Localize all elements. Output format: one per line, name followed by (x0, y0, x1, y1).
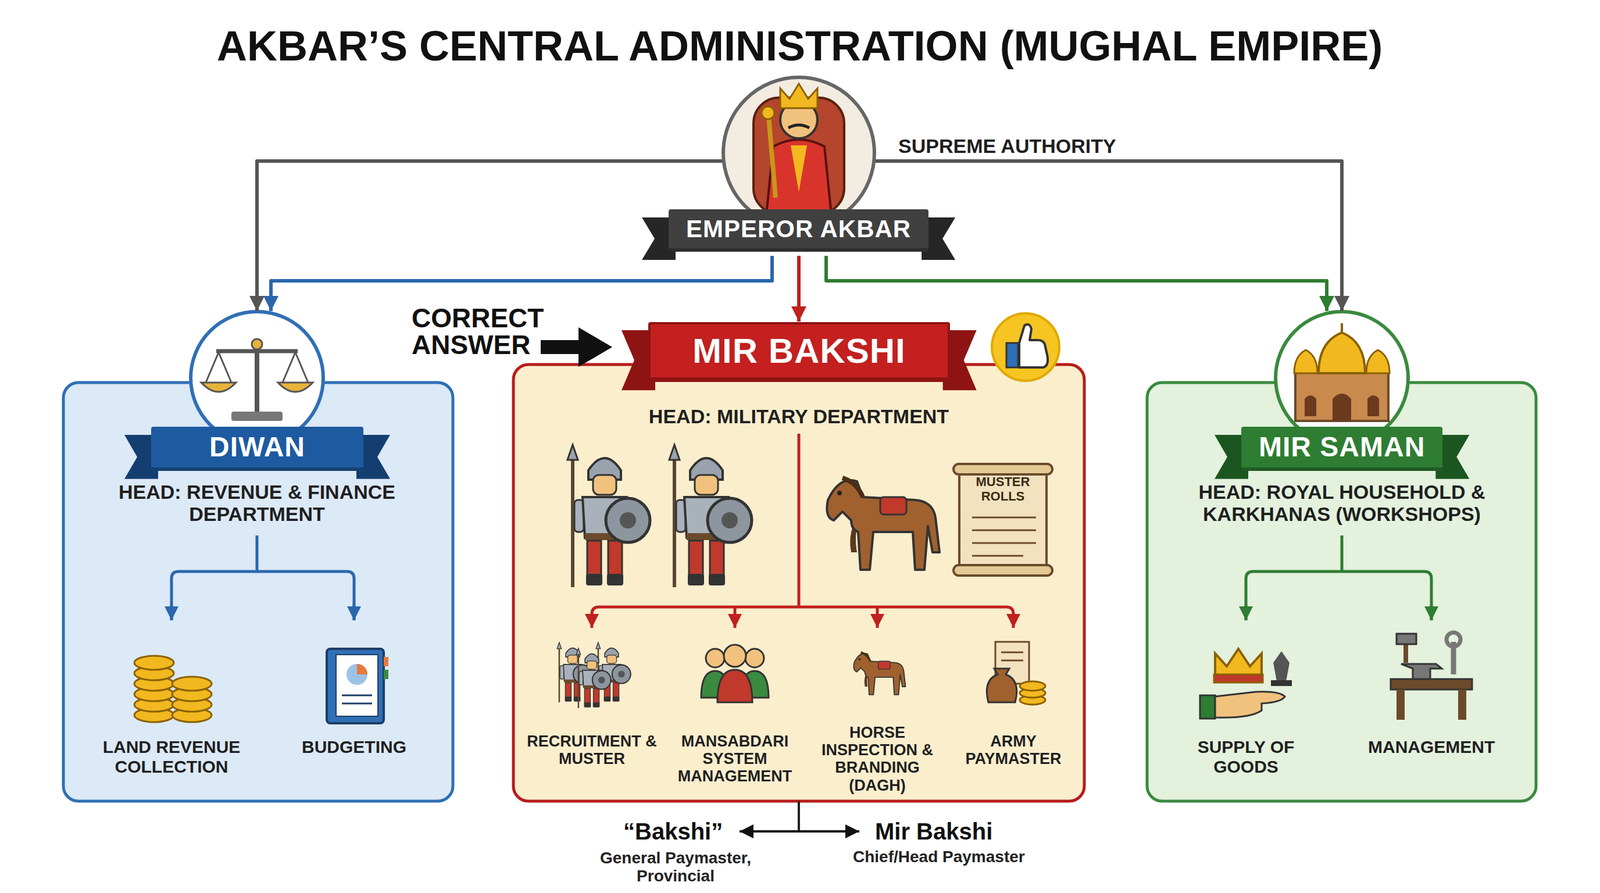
connector-arrow (797, 255, 801, 322)
text-holder: Mir Bakshi (875, 818, 993, 845)
annotation-label: SUPREME AUTHORITY (898, 134, 1117, 157)
sub-item-label: BUDGETING (301, 737, 407, 757)
text-holder: SUPREME AUTHORITY (898, 134, 1117, 157)
text-holder: HORSE INSPECTION & BRANDING (DAGH) (807, 723, 948, 795)
sub-item-label: LAND REVENUE COLLECTION (84, 737, 259, 777)
term-note: Chief/Head Paymaster (852, 848, 1025, 867)
connector-arrow (270, 255, 773, 312)
text-holder: HEAD: MILITARY DEPARTMENT (577, 405, 1020, 428)
text-holder: ARMY PAYMASTER (943, 732, 1084, 768)
text-holder: Chief/Head Paymaster (852, 848, 1025, 867)
term-label: Mir Bakshi (875, 818, 993, 845)
text-holder: BUDGETING (301, 737, 407, 757)
sub-item-label: RECRUITMENT & MUSTER (522, 732, 662, 768)
ribbon-title: MIR BAKSHI (648, 322, 950, 382)
text-holder: MUSTER ROLLS (965, 475, 1041, 504)
text-holder: MIR BAKSHI (648, 322, 950, 382)
department-panel: MIR BAKSHI HEAD: MILITARY DEPARTMENT (513, 321, 1085, 802)
sub-item-label: HORSE INSPECTION & BRANDING (DAGH) (807, 723, 948, 795)
callout-label: CORRECT ANSWER (411, 304, 563, 359)
scroll-label: MUSTER ROLLS (965, 475, 1041, 504)
panel-heading: HEAD: REVENUE & FINANCE DEPARTMENT (117, 480, 397, 525)
term-label: “Bakshi” (623, 818, 723, 845)
term-note: General Paymaster, Provincial (582, 849, 769, 886)
ribbon-tails (1147, 311, 1537, 802)
text-holder: “Bakshi” (623, 818, 723, 845)
text-holder: SUPPLY OF GOODS (1170, 737, 1322, 777)
text-holder: MIR SAMAN (1241, 426, 1443, 471)
ribbon-tails (63, 311, 453, 802)
sub-item-label: SUPPLY OF GOODS (1170, 737, 1322, 777)
ribbon-title: MIR SAMAN (1241, 426, 1443, 471)
ribbon-title: EMPEROR AKBAR (668, 209, 929, 252)
text-holder: HEAD: ROYAL HOUSEHOLD & KARKHANAS (WORKS… (1179, 480, 1505, 525)
ribbon-title: DIWAN (151, 426, 364, 471)
connector-arrow (826, 255, 1327, 312)
text-holder: General Paymaster, Provincial (582, 849, 769, 886)
connector-arrow (256, 161, 653, 312)
text-holder: MANAGEMENT (1368, 737, 1495, 757)
text-holder: MANSABDARI SYSTEM MANAGEMENT (665, 732, 805, 786)
diagram-title: AKBAR’S CENTRAL ADMINISTRATION (MUGHAL E… (216, 22, 1383, 70)
text-holder: RECRUITMENT & MUSTER (522, 732, 662, 768)
text-holder: EMPEROR AKBAR (668, 209, 929, 252)
text-holder: DIWAN (151, 426, 364, 471)
ribbon-tails (513, 321, 1085, 802)
text-holder: CORRECT ANSWER (411, 304, 563, 359)
department-panel: MIR SAMAN HEAD: ROYAL HOUSEHOLD & KARKHAN… (1147, 311, 1537, 802)
emperor-node: EMPEROR AKBAR (652, 74, 946, 256)
department-panel: DIWAN HEAD: REVENUE & FINANCE DEPARTMENT (63, 311, 453, 802)
connector-arrow (945, 161, 1342, 312)
panel-heading: HEAD: ROYAL HOUSEHOLD & KARKHANAS (WORKS… (1179, 480, 1505, 525)
sub-item-label: MANAGEMENT (1368, 737, 1495, 757)
panel-heading: HEAD: MILITARY DEPARTMENT (577, 405, 1020, 428)
text-holder: HEAD: REVENUE & FINANCE DEPARTMENT (117, 480, 397, 525)
text-holder: LAND REVENUE COLLECTION (84, 737, 259, 777)
text-holder: AKBAR’S CENTRAL ADMINISTRATION (MUGHAL E… (216, 22, 1383, 70)
sub-item-label: ARMY PAYMASTER (943, 732, 1084, 768)
sub-item-label: MANSABDARI SYSTEM MANAGEMENT (665, 732, 805, 786)
